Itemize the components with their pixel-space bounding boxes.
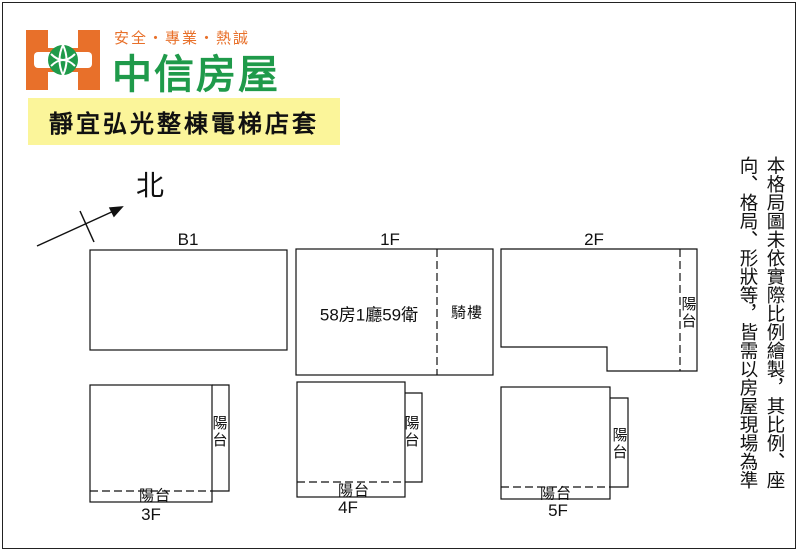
brand-logo-icon: [26, 30, 100, 90]
f5-outline: [500, 386, 611, 500]
f1-room-count: 58房1廳59衛: [319, 305, 419, 325]
f4-bottom-balcony-label: 陽台: [337, 481, 371, 500]
b1-label: B1: [177, 230, 199, 249]
f4-side-balcony-label: 陽台: [402, 415, 421, 449]
f5-side-balcony: [610, 397, 629, 488]
b1-outline: [89, 249, 288, 351]
disclaimer-line-2: 向、格局、形狀等，皆需以房屋現場為準: [737, 156, 758, 489]
f1-label: 1F: [380, 230, 400, 249]
f4-side-balcony: [405, 392, 423, 483]
f3-side-balcony-label: 陽台: [210, 415, 229, 449]
f3-label: 3F: [141, 505, 161, 524]
f4-label: 4F: [338, 498, 358, 517]
f4-outline: [296, 381, 406, 498]
brand-name: 中信房屋: [112, 52, 280, 98]
listing-title: 靜宜弘光整棟電梯店套: [49, 110, 319, 138]
f5-label: 5F: [548, 501, 568, 520]
f5-side-balcony-label: 陽台: [610, 427, 629, 461]
f5-bottom-balcony-label: 陽台: [539, 484, 573, 503]
f3-outline: [89, 384, 213, 503]
f3-bottom-balcony-label: 陽台: [138, 486, 172, 505]
disclaimer-line-1: 本格局圖未依實際比例繪製，其比例、座: [764, 156, 785, 489]
f2-balcony-label: 陽台: [679, 296, 698, 330]
f1-arcade-label: 騎樓: [450, 303, 484, 322]
scale-disclaimer: 本格局圖未依實際比例繪製，其比例、座 向、格局、形狀等，皆需以房屋現場為準: [734, 156, 788, 496]
f3-side-balcony: [212, 384, 230, 492]
listing-title-box: 靜宜弘光整棟電梯店套: [28, 98, 340, 145]
brand-slogan: 安全・專業・熱誠: [114, 29, 251, 47]
north-label: 北: [136, 169, 165, 202]
north-arrow-icon: [36, 206, 124, 247]
f2-outline: [500, 248, 698, 372]
f2-label: 2F: [584, 230, 604, 249]
f1-outline: [295, 248, 494, 376]
